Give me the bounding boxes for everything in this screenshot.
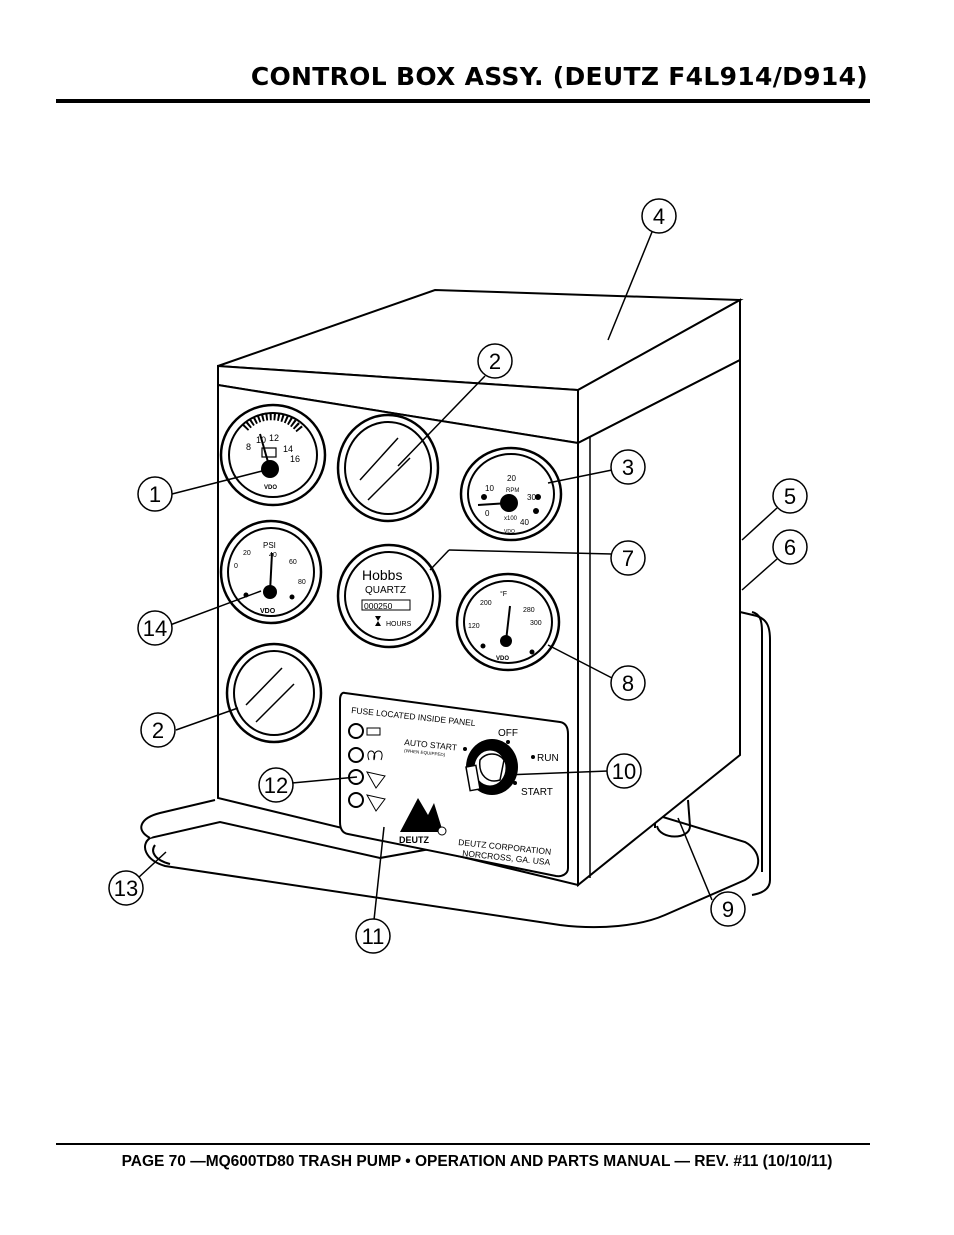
callout-2-lower: 2: [140, 712, 176, 748]
svg-text:14: 14: [283, 444, 293, 454]
svg-text:11: 11: [362, 924, 385, 949]
callout-2-upper: 2: [477, 343, 513, 379]
svg-text:VDO: VDO: [504, 529, 515, 535]
oil-pressure-gauge: PSI 0 20 40 60 80 VDO: [219, 519, 323, 625]
callout-3: 3: [610, 449, 646, 485]
callout-13: 13: [108, 870, 144, 906]
page-footer: PAGE 70 —MQ600TD80 TRASH PUMP • OPERATIO…: [121, 1153, 833, 1170]
svg-text:2: 2: [489, 349, 501, 374]
svg-text:START: START: [521, 787, 553, 798]
svg-text:16: 16: [290, 454, 300, 464]
svg-text:VDO: VDO: [496, 656, 509, 662]
svg-text:Hobbs: Hobbs: [362, 567, 402, 583]
svg-text:8: 8: [246, 442, 251, 452]
svg-text:4: 4: [653, 204, 665, 229]
tachometer-gauge: 0 10 20 30 40 RPM x100 VDO: [459, 446, 563, 542]
svg-text:13: 13: [114, 876, 138, 901]
svg-text:OFF: OFF: [498, 728, 518, 739]
svg-text:000250: 000250: [364, 601, 393, 611]
svg-text:30: 30: [527, 493, 536, 502]
callout-10: 10: [606, 753, 642, 789]
page-title: CONTROL BOX ASSY. (DEUTZ F4L914/D914): [250, 62, 868, 91]
svg-text:300: 300: [530, 620, 542, 627]
svg-text:12: 12: [269, 433, 279, 443]
svg-text:VDO: VDO: [264, 485, 277, 491]
temperature-gauge: °F 120 200 280 300 VDO: [455, 572, 561, 672]
callout-4: 4: [641, 198, 677, 234]
svg-text:DEUTZ: DEUTZ: [399, 835, 429, 845]
svg-text:7: 7: [622, 546, 634, 571]
callout-14: 14: [137, 610, 173, 646]
svg-text:40: 40: [269, 552, 277, 559]
svg-text:14: 14: [143, 616, 167, 641]
svg-text:10: 10: [256, 435, 266, 445]
control-panel-plate: FUSE LOCATED INSIDE PANEL AUTO START (WH…: [339, 691, 569, 878]
callout-6: 6: [772, 529, 808, 565]
svg-text:1: 1: [149, 482, 161, 507]
svg-text:5: 5: [784, 484, 796, 509]
svg-text:12: 12: [264, 773, 288, 798]
callout-11: 11: [355, 918, 391, 954]
footer-rule: [56, 1143, 870, 1145]
svg-text:280: 280: [523, 607, 535, 614]
svg-text:RUN: RUN: [537, 753, 559, 764]
svg-text:0: 0: [234, 563, 238, 570]
box-side: [577, 358, 741, 888]
svg-text:HOURS: HOURS: [386, 621, 412, 628]
svg-text:120: 120: [468, 623, 480, 630]
callout-9: 9: [710, 891, 746, 927]
callout-5: 5: [772, 478, 808, 514]
svg-text:6: 6: [784, 535, 796, 560]
svg-text:x100: x100: [504, 516, 518, 522]
svg-text:8: 8: [622, 671, 634, 696]
svg-text:10: 10: [485, 484, 494, 493]
blank-gauge-cover-upper: [336, 413, 440, 523]
callout-12: 12: [258, 767, 294, 803]
svg-text:10: 10: [612, 759, 636, 784]
svg-text:0: 0: [485, 509, 490, 518]
callout-1: 1: [137, 476, 173, 512]
callout-7: 7: [610, 540, 646, 576]
leader-lines: [137, 231, 778, 921]
svg-text:80: 80: [298, 579, 306, 586]
blank-gauge-cover-lower: [225, 642, 323, 744]
svg-text:40: 40: [520, 518, 529, 527]
svg-text:20: 20: [243, 550, 251, 557]
svg-text:60: 60: [289, 559, 297, 566]
callout-8: 8: [610, 665, 646, 701]
svg-text:9: 9: [722, 897, 734, 922]
svg-text:VDO: VDO: [260, 608, 276, 615]
voltmeter-gauge: 8 10 12 14 16 VDO: [219, 403, 327, 507]
svg-text:PSI: PSI: [263, 541, 276, 550]
svg-text:200: 200: [480, 600, 492, 607]
header-rule: [56, 99, 870, 103]
svg-text:(WHEN EQUIPPED): (WHEN EQUIPPED): [404, 748, 446, 757]
hour-meter: Hobbs QUARTZ 000250 HOURS: [336, 543, 442, 649]
svg-text:RPM: RPM: [506, 488, 519, 494]
svg-text:QUARTZ: QUARTZ: [365, 585, 406, 596]
svg-text:20: 20: [507, 474, 516, 483]
svg-text:°F: °F: [500, 590, 507, 598]
svg-text:3: 3: [622, 455, 634, 480]
svg-text:2: 2: [152, 718, 164, 743]
